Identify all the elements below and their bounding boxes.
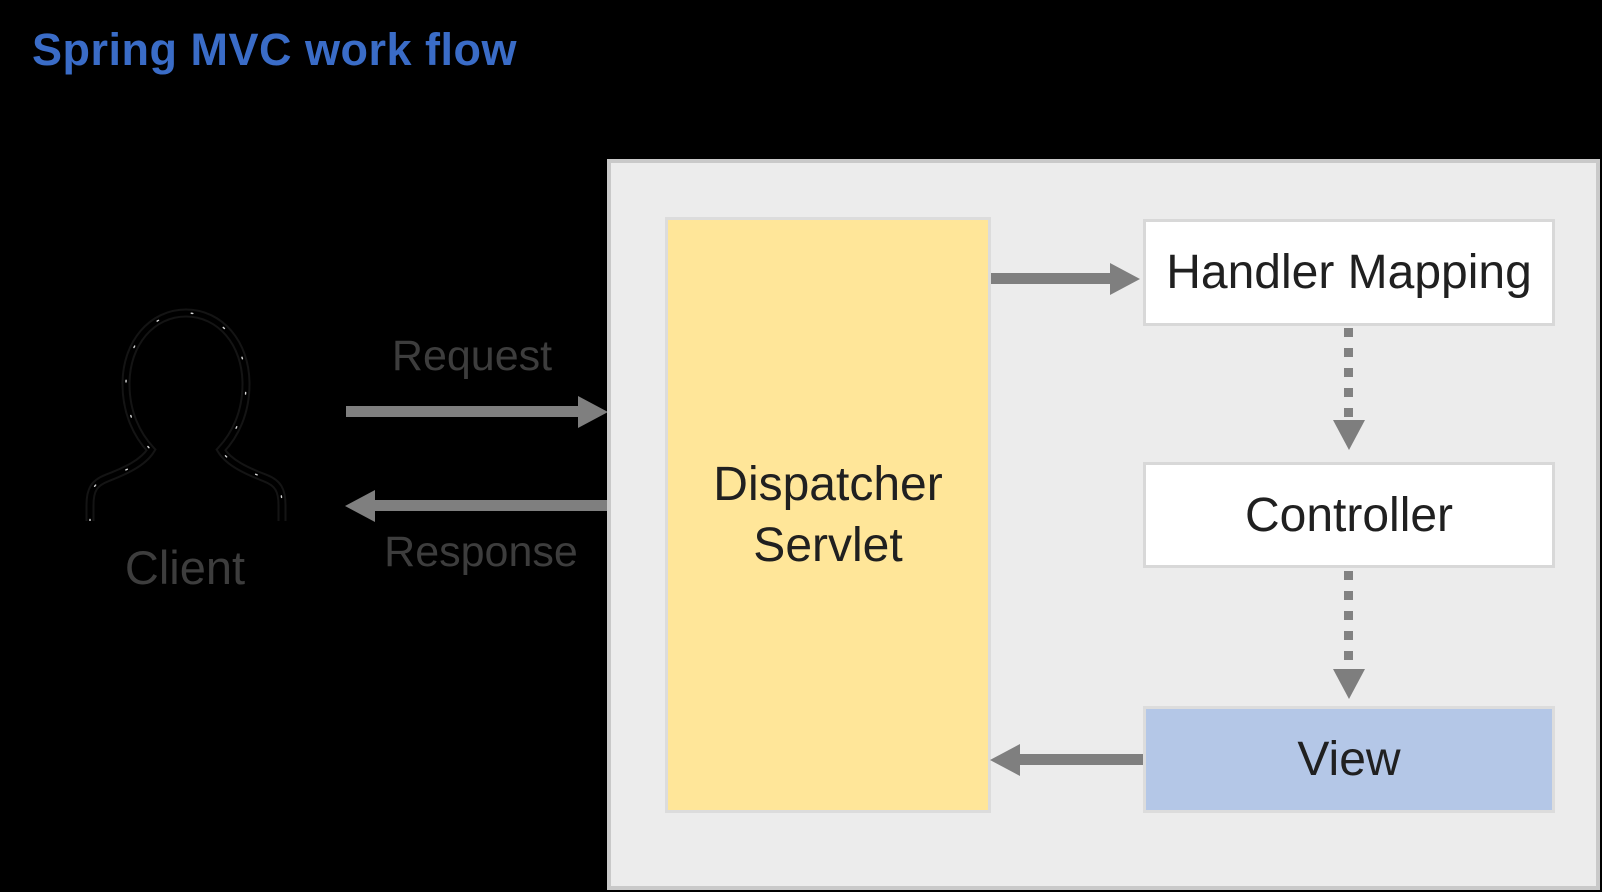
response-label: Response — [384, 528, 578, 576]
node-controller: Controller — [1143, 462, 1555, 568]
dispatcher-to-handler-arrow-shaft — [991, 273, 1112, 284]
client-person-icon — [85, 308, 287, 521]
view-to-dispatcher-arrow-shaft — [1019, 754, 1143, 765]
controller-to-view-arrow-head-icon — [1333, 669, 1365, 699]
dispatcher-servlet-label: Dispatcher Servlet — [713, 457, 943, 572]
controller-to-view-dashed-shaft — [1344, 571, 1353, 667]
handler-mapping-label: Handler Mapping — [1166, 246, 1532, 299]
dispatcher-to-handler-arrow-head-icon — [1110, 263, 1140, 295]
node-dispatcher-servlet: Dispatcher Servlet — [665, 217, 991, 813]
view-to-dispatcher-arrow-head-icon — [990, 744, 1020, 776]
request-label: Request — [391, 332, 553, 380]
view-label: View — [1297, 733, 1401, 786]
controller-label: Controller — [1244, 488, 1454, 542]
client-label: Client — [124, 541, 246, 594]
request-arrow-head-icon — [578, 396, 608, 428]
handler-to-controller-arrow-head-icon — [1333, 420, 1365, 450]
request-arrow-shaft — [346, 406, 580, 417]
response-arrow-shaft — [374, 500, 607, 511]
response-arrow-head-icon — [345, 490, 375, 522]
handler-to-controller-dashed-shaft — [1344, 328, 1353, 420]
node-handler-mapping: Handler Mapping — [1143, 219, 1555, 326]
diagram-title: Spring MVC work flow — [32, 24, 518, 75]
node-view: View — [1143, 706, 1555, 813]
